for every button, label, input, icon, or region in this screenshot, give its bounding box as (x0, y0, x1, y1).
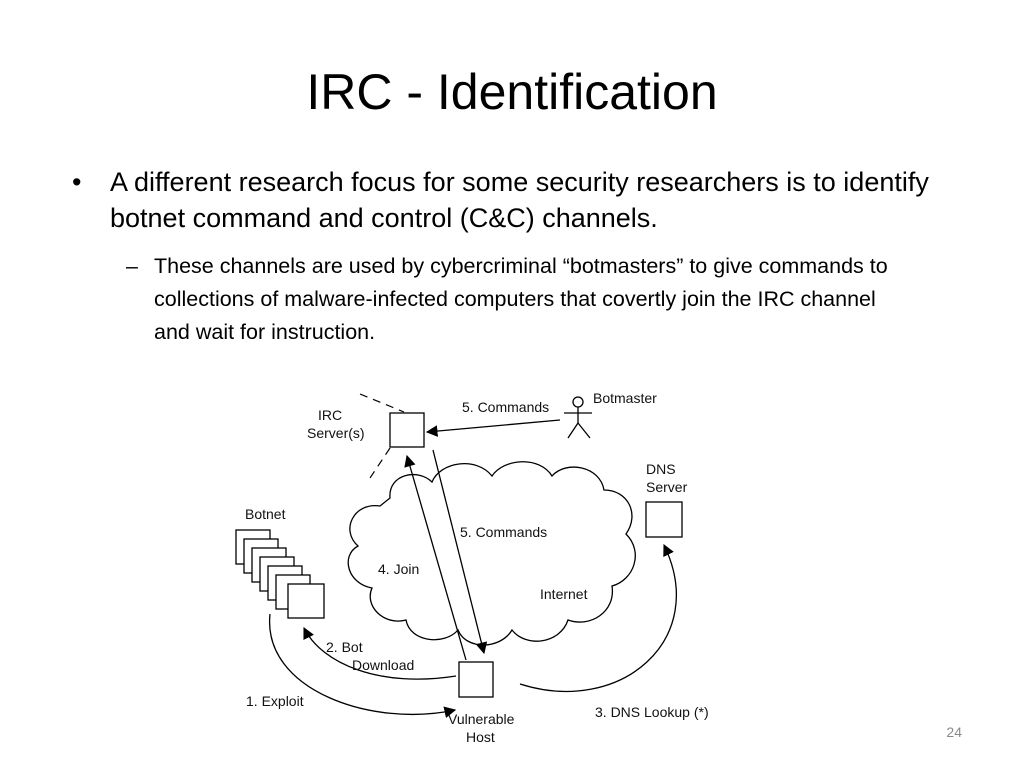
page-number: 24 (946, 724, 962, 740)
irc-server-box (389, 412, 425, 448)
commands-label-top: 5. Commands (462, 399, 549, 415)
dns-server-label: DNS (646, 461, 676, 477)
botnet-label: Botnet (245, 506, 286, 522)
exploit-label: 1. Exploit (246, 693, 304, 709)
commands-arrow-mid (432, 449, 488, 655)
vulnerable-host-label: Host (466, 729, 495, 745)
sub-bullet-marker: – (126, 254, 138, 278)
botmaster-icon (564, 396, 592, 439)
join-arrow (404, 454, 467, 661)
bullet-text: A different research focus for some secu… (110, 167, 929, 233)
irc-server-label: IRC (318, 407, 342, 423)
vulnerable-host-label: Vulnerable (448, 711, 515, 727)
dns-lookup-arrow (519, 543, 677, 693)
dns-lookup-label: 3. DNS Lookup (*) (595, 704, 709, 720)
internet-label: Internet (540, 586, 588, 602)
botmaster-label: Botmaster (593, 390, 657, 406)
bot-download-label: 2. Bot (326, 639, 363, 655)
irc-link-dashed (369, 447, 391, 479)
exploit-arrow (269, 613, 457, 718)
bullet-marker: • (72, 167, 82, 197)
botnet-stack (235, 529, 325, 619)
slide-title: IRC - Identification (306, 64, 718, 120)
irc-server-label: Server(s) (307, 425, 365, 441)
internet-cloud (347, 461, 636, 646)
commands-label-mid: 5. Commands (460, 524, 547, 540)
vulnerable-host-box (458, 661, 494, 698)
dns-server-box (645, 501, 683, 538)
join-label: 4. Join (378, 561, 419, 577)
dns-server-label: Server (646, 479, 688, 495)
irc-link-dashed (359, 393, 405, 413)
bot-download-arrow (303, 626, 457, 680)
commands-arrow-top (425, 419, 561, 437)
sub-bullet-text: These channels are used by cybercriminal… (154, 254, 888, 344)
bot-download-label: Download (352, 657, 414, 673)
